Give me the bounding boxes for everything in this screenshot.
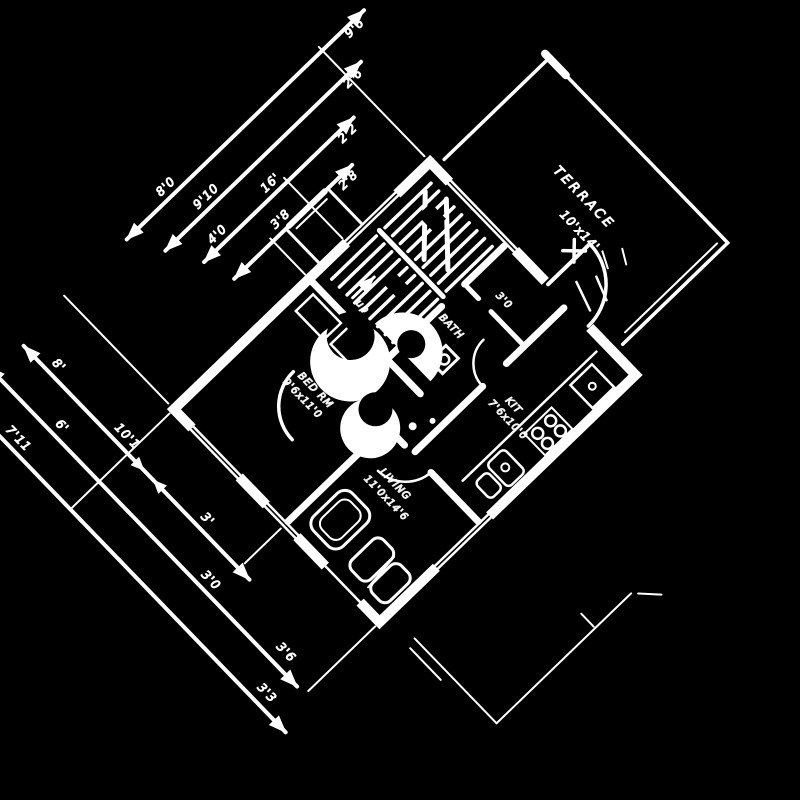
sofa-seat-1 [348, 536, 396, 583]
kitchen-door-arc [472, 338, 485, 388]
hall-door-blobs [310, 312, 443, 459]
stairs-erosion-2 [385, 274, 411, 301]
stairs-erosion-1 [417, 203, 446, 232]
entry-door-leaf [546, 241, 592, 287]
terrace-inner-edge [624, 242, 719, 334]
stairs-divider [376, 227, 446, 300]
terrace-corner-stub [541, 49, 570, 80]
fridge [568, 362, 616, 410]
counter-edge [461, 350, 598, 483]
blob-dot-1 [408, 422, 417, 431]
dimension-lines-top-left [124, 8, 367, 281]
table [309, 488, 372, 551]
stairs-up-arrow [351, 275, 376, 300]
dim-chevrons-bl-1 [130, 456, 167, 494]
wardrobe [294, 292, 343, 342]
sofa-seat-2 [369, 562, 412, 605]
stove-burners [530, 414, 568, 451]
staircase: up [330, 181, 494, 345]
living-door-arc [376, 469, 433, 483]
sink-drain-icon [500, 462, 511, 473]
dim-line-bl-3 [0, 385, 288, 735]
fridge-knob-icon [587, 381, 597, 391]
living-room: LIVING 11'0x14'6 [309, 466, 413, 605]
terrace-outline [442, 55, 731, 347]
dim-line-tl-4 [232, 162, 355, 281]
entry-door [546, 241, 608, 328]
stove [522, 405, 574, 457]
bedroom-living-wall [284, 440, 373, 526]
door-blob-3-bite [397, 330, 426, 359]
desk-outline [328, 327, 366, 380]
sink [487, 449, 525, 488]
bath-wall [464, 284, 526, 348]
door-blob-2-bite [358, 392, 393, 427]
sofa-split [367, 555, 396, 589]
kitchen-wall [411, 304, 568, 456]
sink-drainer [475, 472, 502, 499]
stairs-slash-hatch [421, 189, 451, 273]
window-top-wall [446, 179, 519, 254]
dimension-lines-bottom-left [0, 343, 300, 735]
door-sill-bottom-wall [324, 564, 362, 604]
blob-dot-2 [429, 417, 436, 424]
entry-door-arc [586, 242, 608, 328]
adjacent-structure-lines [409, 592, 663, 725]
table-inner [318, 498, 362, 541]
